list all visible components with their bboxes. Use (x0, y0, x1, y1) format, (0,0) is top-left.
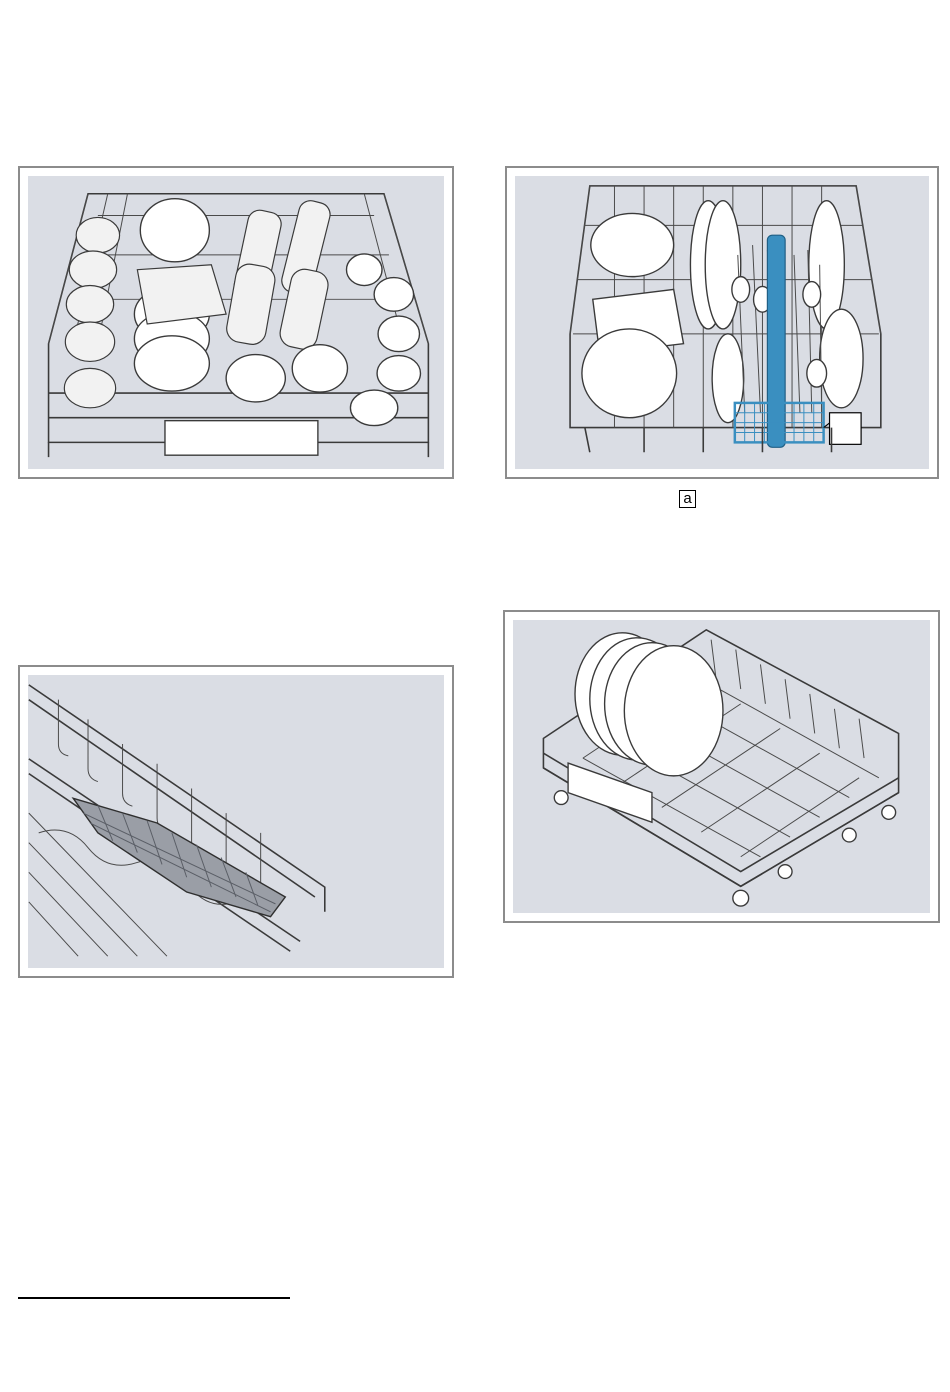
figure-lower-basket-illustration (515, 176, 929, 469)
footnote-separator (18, 1297, 290, 1299)
figure-rack-insert-illustration (28, 675, 444, 968)
figure-rack-insert (18, 665, 454, 978)
figure-upper-basket (18, 166, 454, 479)
lower-rack-plates-drawing (513, 620, 930, 913)
figure-upper-basket-illustration (28, 176, 444, 469)
figure-lower-rack-plates (503, 610, 940, 923)
callout-label-a: a (679, 490, 696, 508)
figure-lower-rack-plates-illustration (513, 620, 930, 913)
lower-basket-drawing (515, 176, 929, 469)
rack-insert-drawing (28, 675, 444, 968)
upper-basket-drawing (28, 176, 444, 469)
figure-lower-basket (505, 166, 939, 479)
